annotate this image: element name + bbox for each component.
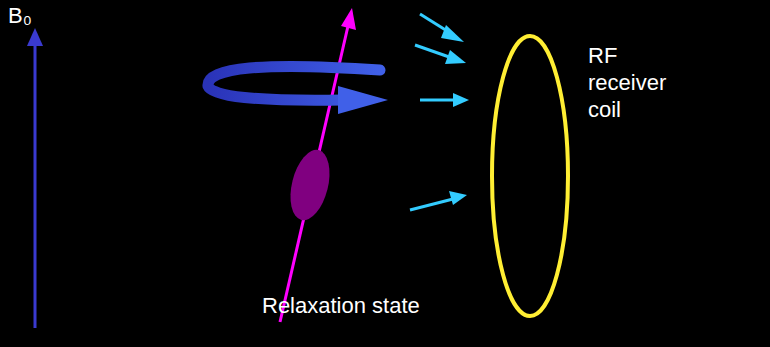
proton xyxy=(284,146,336,225)
field-label: B₀ xyxy=(8,2,32,29)
signal-arrows xyxy=(410,14,469,210)
receiver-coil xyxy=(492,36,568,316)
coil-label: RF receiver coil xyxy=(588,42,666,123)
spin-axis-head xyxy=(341,8,356,30)
state-caption: Relaxation state xyxy=(262,292,420,319)
field-arrow-head xyxy=(27,28,43,46)
precession-arrow-head xyxy=(338,86,388,114)
field-arrow xyxy=(34,44,37,328)
